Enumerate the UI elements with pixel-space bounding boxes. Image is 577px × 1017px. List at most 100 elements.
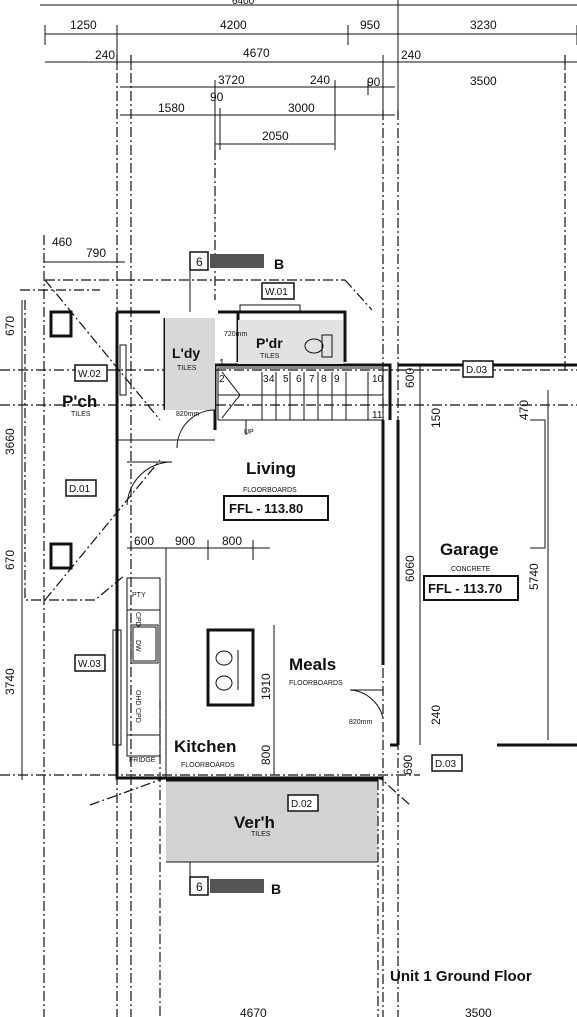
plan-title: Unit 1 Ground Floor <box>390 968 532 985</box>
cupboard-label-2: CPD <box>134 708 141 723</box>
dim-1580: 1580 <box>158 101 185 115</box>
dim-240-garage: 240 <box>429 705 443 725</box>
porch-column-top <box>49 310 73 338</box>
section-number-top: 6 <box>196 255 203 269</box>
dim-900: 900 <box>175 534 195 548</box>
dim-790: 790 <box>86 246 106 260</box>
stair-9: 9 <box>334 374 340 385</box>
tag-box-d03-top <box>462 360 494 378</box>
stair-7: 7 <box>309 374 315 385</box>
tag-w02: W.02 <box>78 369 101 380</box>
garage-internal-door <box>349 689 384 719</box>
toilet-icon <box>304 334 333 358</box>
section-number-bottom: 6 <box>196 880 203 894</box>
tag-box-w03 <box>74 654 106 672</box>
grid-lines <box>0 55 577 1017</box>
stair-2: 2 <box>219 374 225 385</box>
dim-240-mid: 240 <box>310 73 330 87</box>
tag-w01: W.01 <box>265 287 288 298</box>
dim-6060: 6060 <box>403 555 417 582</box>
ffl-box-garage <box>423 575 519 601</box>
stair-up-label: UP <box>244 429 254 436</box>
room-powder: P'dr <box>256 335 283 351</box>
dim-670-top: 670 <box>3 316 17 336</box>
kitchen-bench <box>126 577 161 757</box>
stair-11: 11 <box>372 410 383 421</box>
laundry-tiles <box>165 318 215 410</box>
stair-8: 8 <box>321 374 327 385</box>
pantry-label: PTY <box>132 592 146 599</box>
floor-verandah: TILES <box>251 831 271 838</box>
door-width-820-laundry: 820mm <box>176 411 200 418</box>
door-width-720: 720mm <box>224 331 248 338</box>
fridge-label: FRIDGE <box>129 757 156 764</box>
dim-1250: 1250 <box>70 18 97 32</box>
dim-1910: 1910 <box>259 673 273 700</box>
verandah-tiles <box>166 780 378 862</box>
section-letter-top: B <box>274 256 284 272</box>
top-dimensions: 6400 <box>40 0 577 150</box>
window-w03 <box>112 629 122 746</box>
stair-1: 1 <box>219 358 225 369</box>
dim-90-right: 90 <box>367 75 381 89</box>
ffl-garage: FFL - 113.70 <box>428 581 502 596</box>
dim-3660: 3660 <box>3 428 17 455</box>
dim-690: 690 <box>401 755 415 775</box>
dim-4200: 4200 <box>220 18 247 32</box>
section-letter-bottom: B <box>271 881 281 897</box>
tag-box-d01 <box>65 479 97 497</box>
window-w02 <box>119 344 127 396</box>
dim-460: 460 <box>52 235 72 249</box>
staircase <box>217 367 384 435</box>
dim-470: 470 <box>517 400 531 420</box>
cupboard-label-1: CPD <box>134 612 141 627</box>
room-living: Living <box>246 459 296 478</box>
room-porch: P'ch <box>62 392 97 411</box>
window-w01 <box>239 304 301 314</box>
stair-5: 5 <box>283 374 289 385</box>
dim-4670-bottom: 4670 <box>240 1006 267 1017</box>
dim-950: 950 <box>360 18 380 32</box>
section-marker-bottom <box>189 862 264 896</box>
room-kitchen: Kitchen <box>174 737 236 756</box>
porch-outline <box>24 279 161 601</box>
tag-d01: D.01 <box>69 484 91 495</box>
stair-6: 6 <box>296 374 302 385</box>
ffl-box-living <box>223 495 329 521</box>
dim-150: 150 <box>429 408 443 428</box>
dim-800-vertical: 800 <box>259 745 273 765</box>
tag-box-d02 <box>287 794 319 812</box>
dim-3500-bottom: 3500 <box>465 1006 492 1017</box>
dim-670-mid: 670 <box>3 550 17 570</box>
tag-d03-bottom: D.03 <box>435 759 457 770</box>
tag-box-w02 <box>74 364 108 382</box>
tag-d03-top: D.03 <box>466 365 488 376</box>
dim-90-mid: 90 <box>210 90 224 104</box>
dim-3740: 3740 <box>3 668 17 695</box>
tag-box-w01 <box>261 282 295 300</box>
cooktop-icon <box>132 626 157 662</box>
dim-3230: 3230 <box>470 18 497 32</box>
island-bench <box>206 628 255 707</box>
ffl-living: FFL - 113.80 <box>229 501 303 516</box>
room-laundry: L'dy <box>172 345 200 361</box>
floor-living: FLOORBOARDS <box>243 487 297 494</box>
dim-3000: 3000 <box>288 101 315 115</box>
dim-4670-top: 4670 <box>243 46 270 60</box>
dim-2050: 2050 <box>262 129 289 143</box>
tag-box-d03-bottom <box>431 754 463 772</box>
dim-240-left: 240 <box>95 48 115 62</box>
dim-3720: 3720 <box>218 73 245 87</box>
door-width-820-garage: 820mm <box>349 719 373 726</box>
room-garage: Garage <box>440 540 499 559</box>
dim-5740: 5740 <box>527 563 541 590</box>
dim-600-garage: 600 <box>403 368 417 388</box>
front-door <box>126 461 173 506</box>
floor-kitchen: FLOORBOARDS <box>181 762 235 769</box>
floor-porch: TILES <box>71 411 91 418</box>
dishwasher-label: DW <box>134 640 141 652</box>
porch-column-bottom <box>49 542 73 570</box>
dim-top-partial: 6400 <box>232 0 255 7</box>
tag-d02: D.02 <box>291 799 313 810</box>
